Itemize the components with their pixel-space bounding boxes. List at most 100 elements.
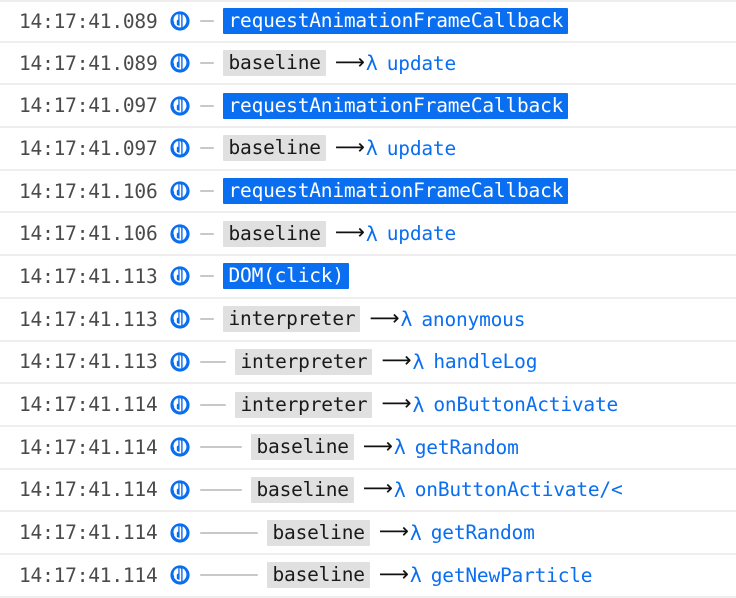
arrow-icon: ⟶ <box>362 476 393 501</box>
function-name[interactable]: getNewParticle <box>430 563 593 587</box>
indent-connector-line <box>200 488 243 491</box>
arrow-icon: ⟶ <box>334 220 365 245</box>
tier-badge[interactable]: interpreter <box>235 348 373 375</box>
firefox-js-engine-icon <box>169 52 191 74</box>
lambda-icon: λ <box>365 221 378 246</box>
function-name[interactable]: update <box>386 136 457 160</box>
function-name[interactable]: update <box>386 222 457 246</box>
function-name[interactable]: getRandom <box>414 435 519 459</box>
firefox-js-engine-icon <box>169 522 191 544</box>
arrow-icon: ⟶ <box>381 391 412 416</box>
row-timestamp: 14:17:41.114 <box>19 393 158 417</box>
arrow-icon: ⟶ <box>362 433 393 458</box>
indent-connector-line <box>200 104 215 107</box>
row-timestamp: 14:17:41.113 <box>19 307 158 331</box>
firefox-js-engine-icon <box>169 180 191 202</box>
firefox-js-engine-icon <box>169 564 191 586</box>
tier-badge[interactable]: baseline <box>223 50 326 77</box>
stack-row[interactable]: 14:17:41.106 requestAnimationFrameCallbac… <box>0 170 736 214</box>
tier-badge[interactable]: baseline <box>251 434 354 461</box>
stack-row[interactable]: 14:17:41.089 requestAnimationFrameCallbac… <box>0 0 736 43</box>
indent-connector-line <box>200 531 259 534</box>
row-timestamp: 14:17:41.089 <box>19 51 158 75</box>
stack-row[interactable]: 14:17:41.113 interpreter ⟶λ handleLog <box>0 341 736 385</box>
row-timestamp: 14:17:41.114 <box>19 478 158 502</box>
event-label[interactable]: requestAnimationFrameCallback <box>223 92 569 119</box>
stack-row[interactable]: 14:17:41.114 baseline ⟶λ getRandom <box>0 426 736 470</box>
firefox-js-engine-icon <box>169 223 191 245</box>
tier-badge[interactable]: baseline <box>267 562 370 589</box>
row-timestamp: 14:17:41.114 <box>19 435 158 459</box>
firefox-js-engine-icon <box>169 95 191 117</box>
function-name[interactable]: onButtonActivate/< <box>414 478 623 502</box>
stack-row[interactable]: 14:17:41.113 DOM(click) <box>0 256 736 299</box>
lambda-icon: λ <box>400 307 413 332</box>
event-label[interactable]: DOM(click) <box>223 263 349 290</box>
arrow-icon: ⟶ <box>334 134 365 159</box>
function-name[interactable]: onButtonActivate <box>433 393 619 417</box>
function-name[interactable]: anonymous <box>421 307 526 331</box>
arrow-icon: ⟶ <box>381 348 412 373</box>
lambda-icon: λ <box>365 51 378 76</box>
event-label[interactable]: requestAnimationFrameCallback <box>223 8 569 35</box>
event-label[interactable]: requestAnimationFrameCallback <box>223 178 569 205</box>
indent-connector-line <box>200 20 215 23</box>
arrow-icon: ⟶ <box>378 561 409 586</box>
firefox-js-engine-icon <box>169 308 191 330</box>
row-timestamp: 14:17:41.089 <box>19 9 158 33</box>
row-timestamp: 14:17:41.097 <box>19 94 158 118</box>
indent-connector-line <box>200 360 227 363</box>
firefox-js-engine-icon <box>169 351 191 373</box>
lambda-icon: λ <box>412 349 425 374</box>
tier-badge[interactable]: baseline <box>251 476 354 503</box>
indent-connector-line <box>200 318 215 321</box>
function-name[interactable]: update <box>386 51 457 75</box>
indent-connector-line <box>200 190 215 193</box>
firefox-js-engine-icon <box>169 436 191 458</box>
row-timestamp: 14:17:41.097 <box>19 136 158 160</box>
arrow-icon: ⟶ <box>378 519 409 544</box>
row-timestamp: 14:17:41.113 <box>19 350 158 374</box>
firefox-js-engine-icon <box>169 394 191 416</box>
row-timestamp: 14:17:41.113 <box>19 264 158 288</box>
indent-connector-line <box>200 446 243 449</box>
arrow-icon: ⟶ <box>334 49 365 74</box>
function-name[interactable]: handleLog <box>433 350 538 374</box>
lambda-icon: λ <box>412 392 425 417</box>
firefox-js-engine-icon <box>169 479 191 501</box>
stack-row[interactable]: 14:17:41.114 interpreter ⟶λ onButtonActivat… <box>0 384 736 427</box>
stack-row[interactable]: 14:17:41.113 interpreter ⟶λ anonymous <box>0 298 736 342</box>
tier-badge[interactable]: baseline <box>223 220 326 247</box>
lambda-icon: λ <box>409 563 422 588</box>
indent-connector-line <box>200 147 215 150</box>
row-timestamp: 14:17:41.114 <box>19 563 158 587</box>
firefox-js-engine-icon <box>169 10 191 32</box>
stack-row[interactable]: 14:17:41.114 baseline ⟶λ onButtonActivate/< <box>0 469 736 513</box>
arrow-icon: ⟶ <box>369 305 400 330</box>
indent-connector-line <box>200 232 215 235</box>
tier-badge[interactable]: interpreter <box>223 306 361 333</box>
tier-badge[interactable]: baseline <box>223 135 326 162</box>
tier-badge[interactable]: baseline <box>267 519 370 546</box>
lambda-icon: λ <box>393 477 406 502</box>
tier-badge[interactable]: interpreter <box>235 391 373 418</box>
indent-connector-line <box>200 275 215 278</box>
function-name[interactable]: getRandom <box>430 521 535 545</box>
firefox-js-engine-icon <box>169 137 191 159</box>
lambda-icon: λ <box>409 520 422 545</box>
indent-connector-line <box>200 574 259 577</box>
indent-connector-line <box>200 403 227 406</box>
firefox-js-engine-icon <box>169 265 191 287</box>
stack-row[interactable]: 14:17:41.114 baseline ⟶λ getNewParticle <box>0 554 736 598</box>
indent-connector-line <box>200 62 215 65</box>
row-timestamp: 14:17:41.106 <box>19 179 158 203</box>
stack-row[interactable]: 14:17:41.097 requestAnimationFrameCallbac… <box>0 85 736 129</box>
row-timestamp: 14:17:41.106 <box>19 222 158 246</box>
row-timestamp: 14:17:41.114 <box>19 521 158 545</box>
stack-row[interactable]: 14:17:41.114 baseline ⟶λ getRandom <box>0 512 736 555</box>
lambda-icon: λ <box>393 435 406 460</box>
